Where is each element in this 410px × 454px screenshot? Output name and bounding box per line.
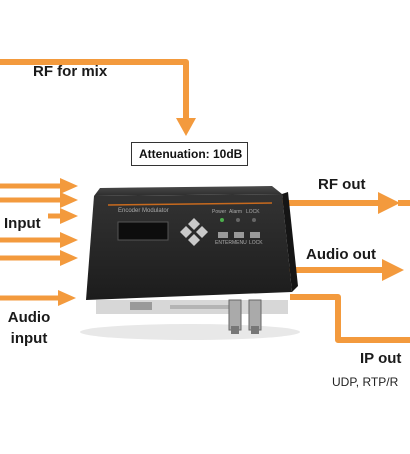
encoder-modulator-device	[80, 186, 300, 340]
audio-out-arrow	[286, 259, 404, 281]
attenuation-label: Attenuation: 10dB	[139, 147, 243, 161]
device-btn-lock-label: LOCK	[249, 240, 263, 246]
device-led-alarm-label: Alarm	[229, 209, 243, 215]
input-arrows	[0, 178, 78, 266]
device-btn-enter-label: ENTER	[215, 240, 232, 246]
device-led-power-label: Power	[212, 209, 227, 215]
input-label: Input	[4, 215, 41, 232]
ip-protocols-label: UDP, RTP/R	[332, 375, 399, 389]
audio-input-arrow	[0, 290, 76, 306]
rf-out-label: RF out	[318, 176, 366, 193]
ip-out-label: IP out	[360, 350, 402, 367]
device-panel-title: Encoder Modulator	[118, 208, 169, 214]
rf-for-mix-label: RF for mix	[33, 63, 108, 80]
ip-out-arrow	[290, 294, 410, 343]
audio-out-label: Audio out	[306, 246, 376, 263]
audio-input-label: Audio input	[7, 309, 51, 347]
rf-for-mix-arrow	[0, 59, 196, 136]
dpad-control	[180, 218, 208, 246]
rf-connectors	[228, 299, 262, 334]
device-btn-menu-label: MENU	[232, 240, 247, 246]
device-led-lock-label: LOCK	[246, 209, 260, 215]
attenuation-box: Attenuation: 10dB	[131, 142, 248, 166]
rf-out-arrow	[280, 192, 410, 214]
